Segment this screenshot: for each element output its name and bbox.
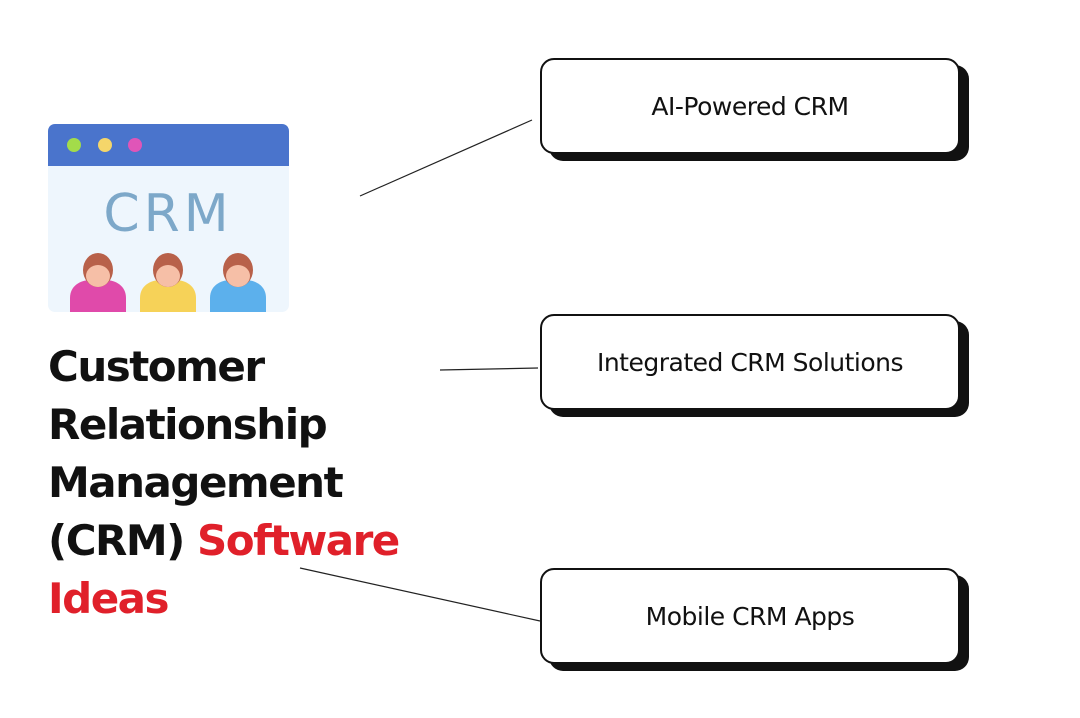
crm-browser-window-with-users-icon: CRM <box>48 124 289 312</box>
window-dot-pink <box>128 138 142 152</box>
idea-box-mobile-crm-apps: Mobile CRM Apps <box>540 568 960 664</box>
idea-box-ai-powered-crm: AI-Powered CRM <box>540 58 960 154</box>
user-figure-yellow <box>140 253 196 312</box>
idea-box-integrated-crm-solutions: Integrated CRM Solutions <box>540 314 960 410</box>
title-accent-software: Software <box>196 516 400 565</box>
window-dot-yellow <box>98 138 112 152</box>
title-line-1: Customer <box>48 342 265 391</box>
idea-label-integrated-crm-solutions: Integrated CRM Solutions <box>596 347 904 377</box>
crm-illustration: CRM <box>48 124 289 312</box>
title-crm-abbreviation: (CRM) <box>48 516 185 565</box>
title-line-2: Relationship <box>48 400 328 449</box>
title-accent-ideas: Ideas <box>48 574 170 623</box>
crm-window-label: CRM <box>103 184 232 244</box>
title-line-3: Management <box>48 458 344 507</box>
title-line-4: (CRM) Software <box>48 512 468 570</box>
user-figure-pink <box>70 253 126 312</box>
idea-label-mobile-crm-apps: Mobile CRM Apps <box>645 601 855 631</box>
window-header-bar <box>48 124 289 166</box>
user-figure-blue <box>210 253 266 312</box>
page-title: Customer Relationship Management (CRM) S… <box>48 338 468 628</box>
window-dot-green <box>67 138 81 152</box>
connector-line-ai-powered <box>359 119 533 197</box>
idea-label-ai-powered-crm: AI-Powered CRM <box>651 91 849 121</box>
